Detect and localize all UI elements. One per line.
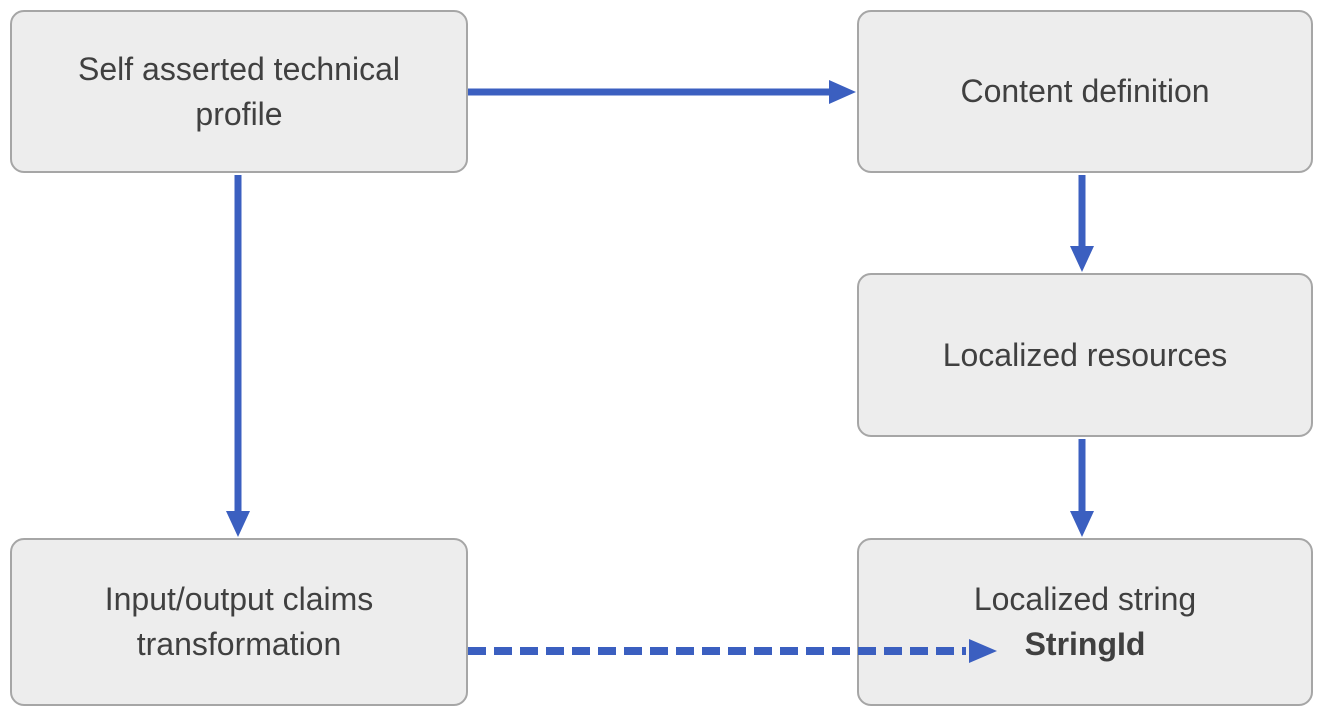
arrow-localized-resources-to-localized-string [1070,439,1094,537]
node-localized-resources: Localized resources [857,273,1313,437]
arrow-content-definition-to-localized-resources [1070,175,1094,272]
node-label: Localized string [973,581,1197,617]
arrow-head [829,80,856,104]
node-content-definition: Content definition [857,10,1313,173]
node-sublabel-stringid: StringId [1024,626,1146,662]
arrow-head [226,511,250,537]
arrow-head [1070,511,1094,537]
node-label: Self asserted technical profile [78,50,400,132]
node-localized-string: Localized string StringId [857,538,1313,706]
node-label: Input/output claims transformation [104,581,374,662]
node-label: Content definition [960,73,1210,109]
node-self-asserted-technical-profile: Self asserted technical profile [10,10,468,173]
node-label: Localized resources [942,336,1228,373]
node-input-output-claims-transformation: Input/output claims transformation [10,538,468,706]
arrow-satp-to-claims-transformation [226,175,250,537]
arrow-head [1070,246,1094,272]
arrow-satp-to-content-definition [468,80,856,104]
